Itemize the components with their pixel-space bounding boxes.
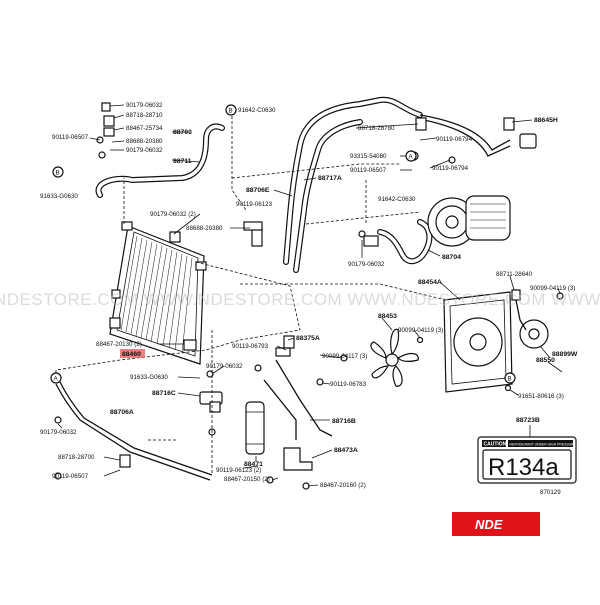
callout-letters: B A B B A	[50, 104, 516, 384]
nde-logo: NDE	[452, 512, 540, 536]
fan-and-shroud	[370, 289, 549, 393]
label-91633-g0630[interactable]: 91633-G0630	[40, 193, 78, 200]
label-91633-g0630[interactable]: 91633-G0630	[130, 374, 168, 381]
label-88718-28780[interactable]: 88718-28780	[358, 125, 395, 132]
label-91642-c0630[interactable]: 91642-C0630	[378, 196, 416, 203]
label-90179-06032[interactable]: 90179-06032	[40, 429, 77, 436]
callout-b-shroud: B	[508, 376, 512, 383]
label-88706a[interactable]: 88706A	[110, 409, 134, 416]
label-88899w[interactable]: 88899W	[552, 351, 578, 358]
label-90099-04117[interactable]: 90099-04117 (3)	[322, 353, 367, 360]
label-88550[interactable]: 88550	[536, 357, 555, 364]
logo-text: NDE	[475, 517, 503, 532]
label-88688-20380[interactable]: 88688-20380	[186, 225, 223, 232]
highlight-88460	[120, 349, 145, 358]
label-88717a[interactable]: 88717A	[318, 175, 342, 182]
label-90179-06032[interactable]: 90179-06032	[126, 102, 163, 109]
label-90179-06032[interactable]: 90179-06032	[348, 261, 385, 268]
label-88375a[interactable]: 88375A	[296, 335, 320, 342]
label-88460[interactable]: 88460	[122, 351, 141, 358]
label-90119-06794[interactable]: 90119-06794	[436, 136, 473, 143]
callout-b-top: B	[229, 108, 233, 115]
label-88471[interactable]: 88471	[244, 461, 263, 468]
bracket-88473a	[283, 447, 313, 471]
label-88703[interactable]: 88703	[173, 129, 192, 136]
label-88688-20380[interactable]: 88688-20380	[126, 138, 163, 145]
label-88718-28710[interactable]: 88718-28710	[126, 112, 163, 119]
label-88706e[interactable]: 88706E	[246, 187, 270, 194]
label-90119-06507[interactable]: 90119-06507	[350, 167, 387, 174]
hoses	[95, 96, 511, 273]
label-90119-06507[interactable]: 90119-06507	[52, 134, 89, 141]
label-88473a[interactable]: 88473A	[334, 447, 358, 454]
compressor	[427, 195, 511, 247]
label-88467-20150[interactable]: 88467-20150 (2)	[224, 476, 270, 483]
label-88711-28640[interactable]: 88711-28640	[496, 271, 533, 278]
liquid-line	[55, 381, 213, 481]
label-88453[interactable]: 88453	[378, 313, 397, 320]
label-88454a[interactable]: 88454A	[418, 279, 442, 286]
label-88716c[interactable]: 88716C	[152, 390, 176, 397]
label-870129: 870129	[540, 489, 561, 496]
label-90179-06032[interactable]: 90179-06032	[126, 147, 163, 154]
label-90099-04119-3[interactable]: 90099-04119 (3)	[398, 327, 443, 334]
logo-background	[452, 512, 540, 536]
label-90119-06793[interactable]: 90119-06793	[232, 343, 269, 350]
callout-b-left: B	[56, 170, 60, 177]
label-88716b[interactable]: 88716B	[332, 418, 356, 425]
label-88723b[interactable]: 88723B	[516, 417, 540, 424]
condenser	[109, 221, 207, 365]
watermark-text: NDESTORE.COM WWW.NDESTORE.COM WWW.NDESTO…	[0, 290, 600, 309]
caution-fine-print: REFRIGERANT UNDER HIGH PRESSURE	[510, 443, 577, 447]
label-90119-06783[interactable]: 90119-06783	[330, 381, 367, 388]
dashed-guides	[55, 116, 511, 475]
fan-blades	[370, 328, 419, 387]
leader-lines	[57, 104, 563, 487]
label-88711[interactable]: 88711	[173, 158, 192, 165]
label-88645h[interactable]: 88645H	[534, 117, 558, 124]
label-90119-06123[interactable]: 90119-06123	[236, 201, 273, 208]
receiver-dryer	[245, 359, 333, 455]
caution-word: CAUTION	[484, 442, 507, 448]
label-90119-06794[interactable]: 90119-06794	[432, 165, 469, 172]
label-91642-c0630[interactable]: 91642-C0630	[238, 107, 276, 114]
label-91651-80616[interactable]: 91651-80616 (3)	[518, 393, 564, 400]
caution-plate: CAUTION REFRIGERANT UNDER HIGH PRESSURE …	[477, 425, 577, 484]
callout-a-left: A	[54, 376, 59, 383]
label-90179-06032-2[interactable]: 90179-06032 (2)	[150, 211, 196, 218]
label-88704[interactable]: 88704	[442, 254, 461, 261]
label-88718-28700[interactable]: 88718-28700	[58, 454, 95, 461]
label-90119-06123-2[interactable]: 90119-06123 (2)	[216, 467, 261, 474]
label-90179-06032[interactable]: 90179-06032	[206, 363, 243, 370]
part-labels: 90179-06032 88718-28710 88467-25734 9011…	[40, 102, 578, 496]
label-93315-54080[interactable]: 93315-54080	[350, 153, 387, 160]
label-88467-20130[interactable]: 88467-20130 (2)	[96, 341, 142, 348]
label-90099-04119-3[interactable]: 90099-04119 (3)	[530, 285, 575, 292]
label-90119-06507[interactable]: 90119-06507	[52, 473, 89, 480]
label-88467-20160[interactable]: 88467-20160 (2)	[320, 482, 366, 489]
refrigerant-type: R134a	[488, 454, 559, 481]
label-88467-25734[interactable]: 88467-25734	[126, 125, 163, 132]
callout-a-right: A	[409, 154, 414, 161]
